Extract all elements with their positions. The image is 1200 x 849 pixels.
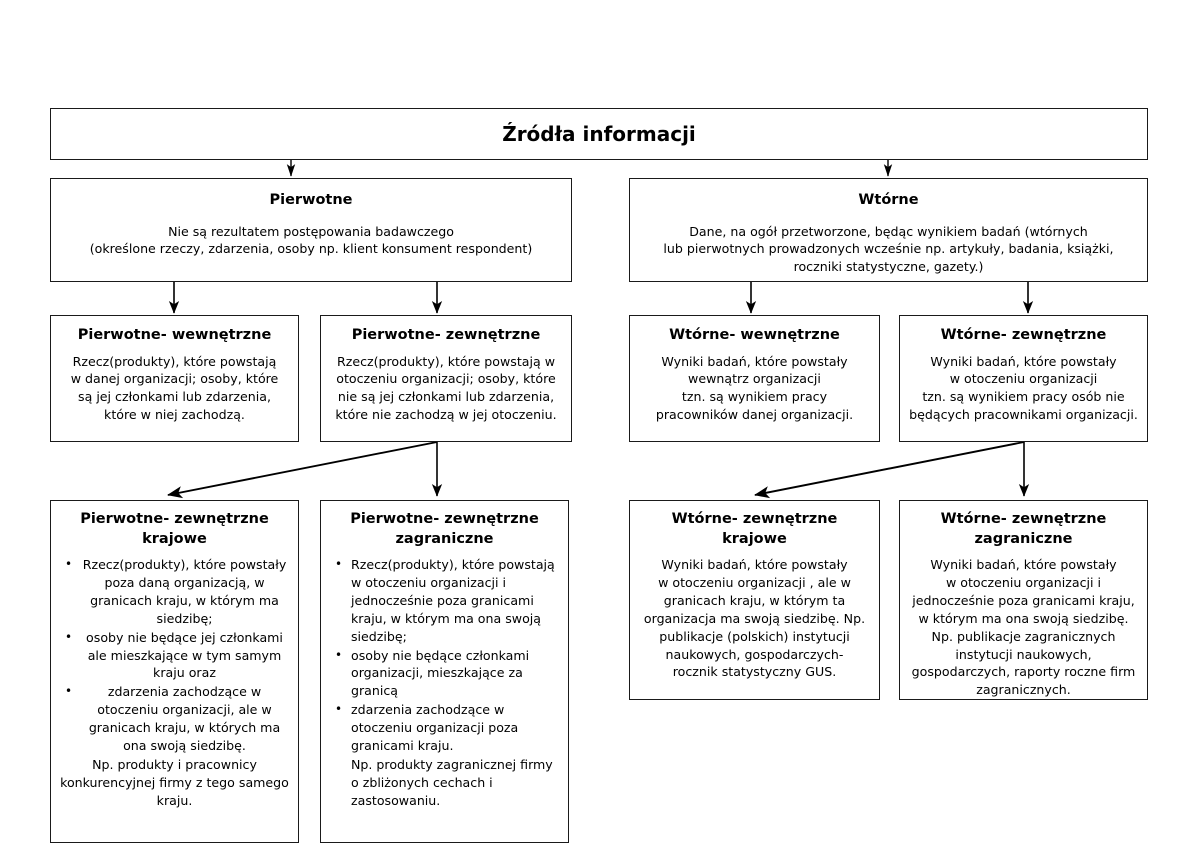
text-line: rocznik statystyczny GUS. — [672, 664, 837, 680]
text-line: (określone rzeczy, zdarzenia, osoby np. … — [89, 241, 533, 257]
node-body-pierwotne-zewnetrzne: Rzecz(produkty), które powstają w otocze… — [329, 353, 563, 425]
text-line: instytucji naukowych, — [955, 646, 1092, 662]
node-pierwotne-wewnetrzne[interactable]: Pierwotne- wewnętrzne Rzecz(produkty), k… — [50, 315, 299, 442]
node-header-wtorne-zewnetrzne-zagraniczne: Wtórne- zewnętrzne zagraniczne — [940, 511, 1107, 547]
text-line: nie są jej członkami lub zdarzenia, — [337, 389, 555, 405]
text-line: pracowników danej organizacji. — [655, 407, 854, 423]
list-item-text: Rzecz(produkty), które powstały poza dan… — [82, 557, 287, 626]
text-line: organizacja ma swoją siedzibę. Np. — [643, 610, 866, 626]
text-line: gospodarczych, raporty roczne firm — [911, 664, 1136, 680]
bullet-glyph-icon: • — [335, 702, 343, 717]
text-line: Nie są rezultatem postępowania badawczeg… — [168, 223, 454, 239]
text-line: Pierwotne- zewnętrzne — [350, 511, 539, 527]
node-body-wtorne-zewnetrzne: Wyniki badań, które powstały w otoczeniu… — [908, 353, 1139, 425]
text-line: tzn. są wynikiem pracy osób nie — [922, 389, 1125, 405]
node-wtorne[interactable]: Wtórne Dane, na ogół przetworzone, będąc… — [629, 178, 1148, 282]
bullet-glyph-icon: • — [65, 557, 73, 572]
node-header-wtorne-wewnetrzne: Wtórne- wewnętrzne — [669, 327, 840, 343]
list-item: • osoby nie będące członkami organizacji,… — [335, 647, 558, 701]
node-body-wtorne-zewnetrzne-krajowe: Wyniki badań, które powstały w otoczeniu… — [638, 556, 871, 681]
node-header-pierwotne-zewnetrzne: Pierwotne- zewnętrzne — [351, 327, 541, 343]
list-item: • zdarzenia zachodzące w otoczeniu organi… — [65, 683, 288, 755]
node-body-wtorne: Dane, na ogół przetworzone, będąc wyniki… — [638, 223, 1139, 277]
node-body-wtorne-zewnetrzne-zagraniczne: Wyniki badań, które powstały w otoczeniu… — [908, 556, 1139, 699]
node-header-pierwotne-zewnetrzne-zagraniczne: Pierwotne- zewnętrzne zagraniczne — [329, 510, 560, 549]
text-line: roczniki statystyczne, gazety.) — [793, 259, 984, 275]
text-line: granicach kraju, w którym ta — [663, 592, 846, 608]
node-title-root: Źródła informacji — [502, 121, 696, 146]
text-line: zagraniczne — [395, 530, 494, 547]
text-line: Rzecz(produkty), które powstają — [72, 353, 277, 369]
text-line: wewnątrz organizacji — [688, 371, 821, 387]
list-item-text: osoby nie będące jej członkami ale miesz… — [86, 629, 283, 681]
bullet-glyph-icon: • — [65, 629, 73, 644]
node-header-pierwotne-zewnetrzne-krajowe: Pierwotne- zewnętrzne krajowe — [80, 511, 269, 547]
list-item-text: zdarzenia zachodzące w otoczeniu organiz… — [88, 684, 281, 753]
text-line: Wyniki badań, które powstały — [930, 353, 1117, 369]
node-wtorne-wewnetrzne[interactable]: Wtórne- wewnętrzne Wyniki badań, które p… — [629, 315, 880, 442]
text-line: Wyniki badań, które powstały — [661, 353, 848, 369]
node-header-wtorne-zewnetrzne: Wtórne- zewnętrzne — [940, 327, 1107, 343]
node-tail-pierwotne-zagraniczne: Np. produkty zagranicznej firmy o zbliżo… — [351, 756, 553, 808]
node-header-wtorne-zewnetrzne-krajowe: Wtórne- zewnętrzne krajowe — [671, 511, 838, 547]
list-item-text: zdarzenia zachodzące w otoczeniu organiz… — [351, 702, 519, 753]
text-line: Np. publikacje zagranicznych — [931, 628, 1116, 644]
node-wtorne-zewnetrzne-zagraniczne[interactable]: Wtórne- zewnętrzne zagraniczne Wyniki ba… — [899, 500, 1148, 700]
connector-pzew-to-krajowe — [167, 441, 438, 499]
list-item-text: Rzecz(produkty), które powstają w otocze… — [351, 557, 555, 644]
node-tail-pierwotne-krajowe: Np. produkty i pracownicy konkurencyjnej… — [60, 756, 289, 808]
node-body-wtorne-wewnetrzne: Wyniki badań, które powstały wewnątrz or… — [638, 353, 871, 425]
list-item: • zdarzenia zachodzące w otoczeniu organi… — [335, 701, 558, 755]
node-pierwotne-zewnetrzne[interactable]: Pierwotne- zewnętrzne Rzecz(produkty), k… — [320, 315, 572, 442]
text-line: w danej organizacji; osoby, które — [70, 371, 279, 387]
text-line: lub pierwotnych prowadzonych wcześnie np… — [663, 241, 1114, 257]
text-line: publikacje (polskich) instytucji — [659, 628, 850, 644]
node-pierwotne-zewnetrzne-zagraniczne[interactable]: Pierwotne- zewnętrzne zagraniczne • Rzecz… — [320, 500, 569, 843]
node-pierwotne[interactable]: Pierwotne Nie są rezultatem postępowania… — [50, 178, 572, 282]
list-item: • osoby nie będące jej członkami ale mies… — [65, 629, 288, 683]
list-item: • Rzecz(produkty), które powstają w otocz… — [335, 556, 558, 645]
node-pierwotne-zewnetrzne-krajowe[interactable]: Pierwotne- zewnętrzne krajowe • Rzecz(pro… — [50, 500, 299, 843]
text-line: które nie zachodzą w jej otoczeniu. — [335, 407, 557, 423]
list-item: • Rzecz(produkty), które powstały poza da… — [65, 556, 288, 628]
text-line: Wyniki badań, które powstały — [661, 557, 848, 573]
text-line: Rzecz(produkty), które powstają w — [336, 353, 556, 369]
node-header-pierwotne-wewnetrzne: Pierwotne- wewnętrzne — [77, 327, 272, 343]
text-line: tzn. są wynikiem pracy — [681, 389, 828, 405]
node-header-pierwotne: Pierwotne — [269, 192, 353, 208]
text-line: jednocześnie poza granicami kraju, — [912, 592, 1135, 608]
text-line: Dane, na ogół przetworzone, będąc wyniki… — [689, 223, 1088, 239]
bullet-list-pierwotne-zagraniczne: • Rzecz(produkty), które powstają w otocz… — [329, 556, 560, 755]
text-line: są jej członkami lub zdarzenia, — [78, 389, 271, 405]
text-line: w którym ma ona swoją siedzibę. — [918, 610, 1129, 626]
bullet-glyph-icon: • — [335, 647, 343, 662]
node-body-pierwotne-wewnetrzne: Rzecz(produkty), które powstają w danej … — [59, 353, 290, 425]
text-line: w otoczeniu organizacji , ale w — [658, 575, 851, 590]
node-body-pierwotne: Nie są rezultatem postępowania badawczeg… — [59, 223, 563, 259]
bullet-list-pierwotne-krajowe: • Rzecz(produkty), które powstały poza da… — [59, 556, 290, 755]
bullet-glyph-icon: • — [335, 557, 343, 572]
text-line: w otoczeniu organizacji — [949, 371, 1098, 387]
node-wtorne-zewnetrzne[interactable]: Wtórne- zewnętrzne Wyniki badań, które p… — [899, 315, 1148, 442]
node-header-wtorne: Wtórne — [858, 192, 919, 208]
text-line: naukowych, gospodarczych- — [665, 646, 844, 662]
text-line: które w niej zachodzą. — [104, 407, 245, 423]
text-line: zagranicznych. — [976, 682, 1071, 698]
connector-wzew-to-krajowe — [754, 441, 1025, 499]
text-line: Wyniki badań, które powstały — [930, 557, 1117, 573]
node-zrodla-informacji[interactable]: Źródła informacji — [50, 108, 1148, 160]
text-line: będących pracownikami organizacji. — [909, 407, 1138, 423]
node-wtorne-zewnetrzne-krajowe[interactable]: Wtórne- zewnętrzne krajowe Wyniki badań,… — [629, 500, 880, 700]
list-item-text: osoby nie będące członkami organizacji, … — [351, 647, 530, 699]
text-line: w otoczeniu organizacji i — [945, 575, 1101, 590]
text-line: otoczeniu organizacji; osoby, które — [336, 371, 556, 387]
bullet-glyph-icon: • — [65, 684, 73, 699]
